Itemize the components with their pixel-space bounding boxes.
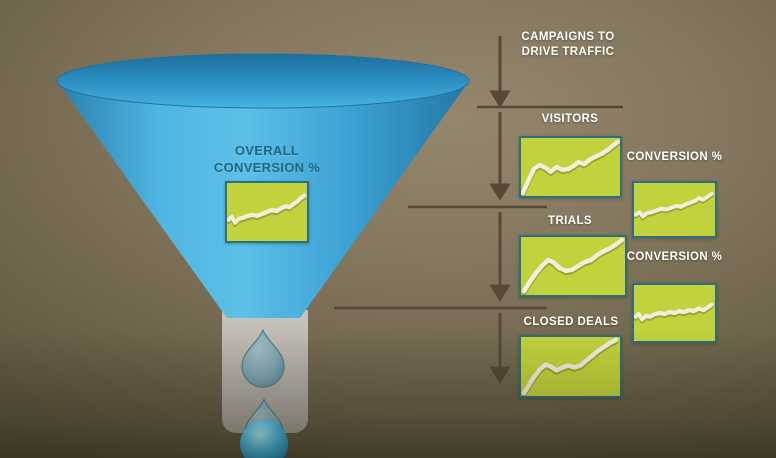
conversion-trend-chart-trials-closed	[632, 283, 717, 343]
conversion-trend-chart-visitors-trials	[632, 181, 717, 238]
visitors-trend-chart	[519, 136, 622, 198]
funnel-mouth	[56, 53, 470, 109]
arrow-down-icon	[489, 284, 511, 302]
trials-trend-chart	[519, 235, 627, 297]
water-drop-icon	[241, 328, 285, 388]
stage-label-closed-deals: CLOSED DEALS	[523, 316, 619, 328]
arrow-down-icon	[489, 366, 511, 384]
overall-conversion-trend-chart	[225, 181, 309, 243]
arrow-down-icon	[489, 90, 511, 108]
overall-conversion-label: OVERALL CONVERSION %	[213, 143, 321, 175]
closed-deals-trend-chart	[519, 335, 622, 398]
conversion-label-visitors-trials: CONVERSION %	[626, 151, 723, 163]
stage-label-trials: TRIALS	[548, 215, 592, 227]
stage-label-campaigns: CAMPAIGNS TO DRIVE TRAFFIC	[521, 31, 615, 58]
arrow-down-icon	[489, 183, 511, 201]
conversion-label-trials-closed: CONVERSION %	[626, 251, 723, 263]
stage-label-visitors: VISITORS	[541, 113, 599, 125]
water-drop-icon	[240, 420, 288, 458]
